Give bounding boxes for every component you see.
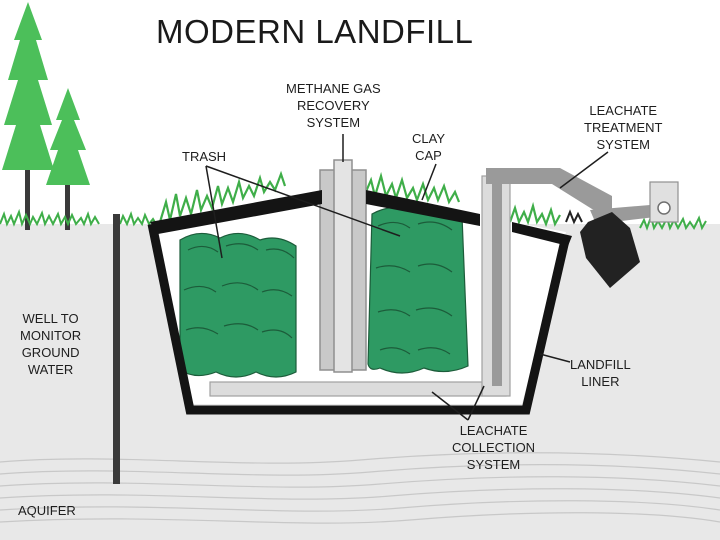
label-leachate-treatment: LEACHATE TREATMENT SYSTEM [584,103,663,152]
tank-stakes [565,209,583,225]
leachate-treatment-pipe [486,168,679,224]
label-clay-cap: CLAY CAP [412,131,445,163]
trash-pile-icon [179,232,297,378]
label-leachate-collection: LEACHATE COLLECTION SYSTEM [452,423,536,472]
tree-icon [46,88,90,230]
leachate-collection-pipe [209,175,511,397]
label-well-monitor: WELL TO MONITOR GROUND WATER [20,311,82,377]
clay-cap [366,190,480,226]
label-trash: TRASH [182,149,227,164]
clay-cap [512,222,572,246]
label-methane-gas-recovery: METHANE GAS RECOVERY SYSTEM [286,81,381,130]
monitoring-well [113,214,120,484]
treatment-tank-icon [580,212,640,288]
methane-pipe [319,159,367,373]
label-aquifer: AQUIFER [18,503,76,518]
page-title: MODERN LANDFILL [156,13,474,50]
cap-grass [158,170,561,228]
landfill-liner [147,223,571,415]
label-landfill-liner: LANDFILL LINER [570,357,631,389]
leader-lines [205,134,609,421]
clay-cap [150,190,322,234]
tree-icon [2,2,54,230]
trash-pile-icon [367,206,469,374]
